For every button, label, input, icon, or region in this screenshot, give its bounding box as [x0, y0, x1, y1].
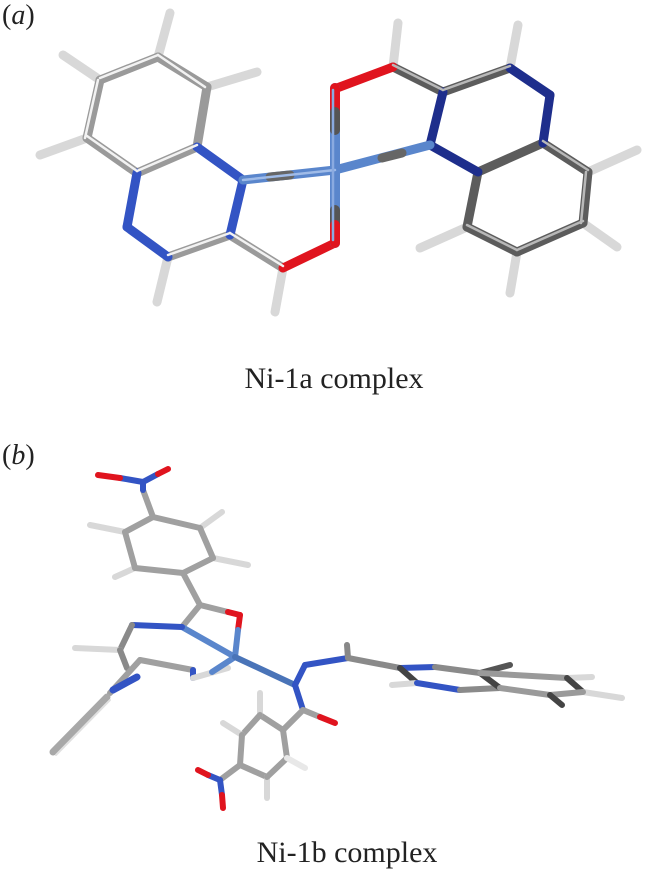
ni-1a-molecule-structure: [35, 8, 642, 317]
nickel-center: [238, 83, 435, 248]
panel-a-ni-1a: (a): [0, 0, 654, 440]
chelate-ring: [49, 602, 243, 756]
caption-ni-1b: Ni-1b complex: [256, 836, 438, 869]
right-ligand: [332, 18, 642, 298]
lower-nitrophenyl: [195, 682, 338, 811]
left-ligand: [35, 8, 340, 317]
panel-label-a: (a): [2, 0, 35, 31]
caption-ni-1a: Ni-1a complex: [244, 362, 424, 395]
ni-1b-molecule-structure: [49, 466, 625, 811]
ni-n-bond: [232, 654, 298, 688]
right-quinoxaline: [292, 642, 625, 708]
panel-label-b: (b): [2, 440, 35, 471]
panel-b-ni-1b: (b): [0, 440, 654, 886]
top-nitrophenyl: [87, 466, 251, 608]
